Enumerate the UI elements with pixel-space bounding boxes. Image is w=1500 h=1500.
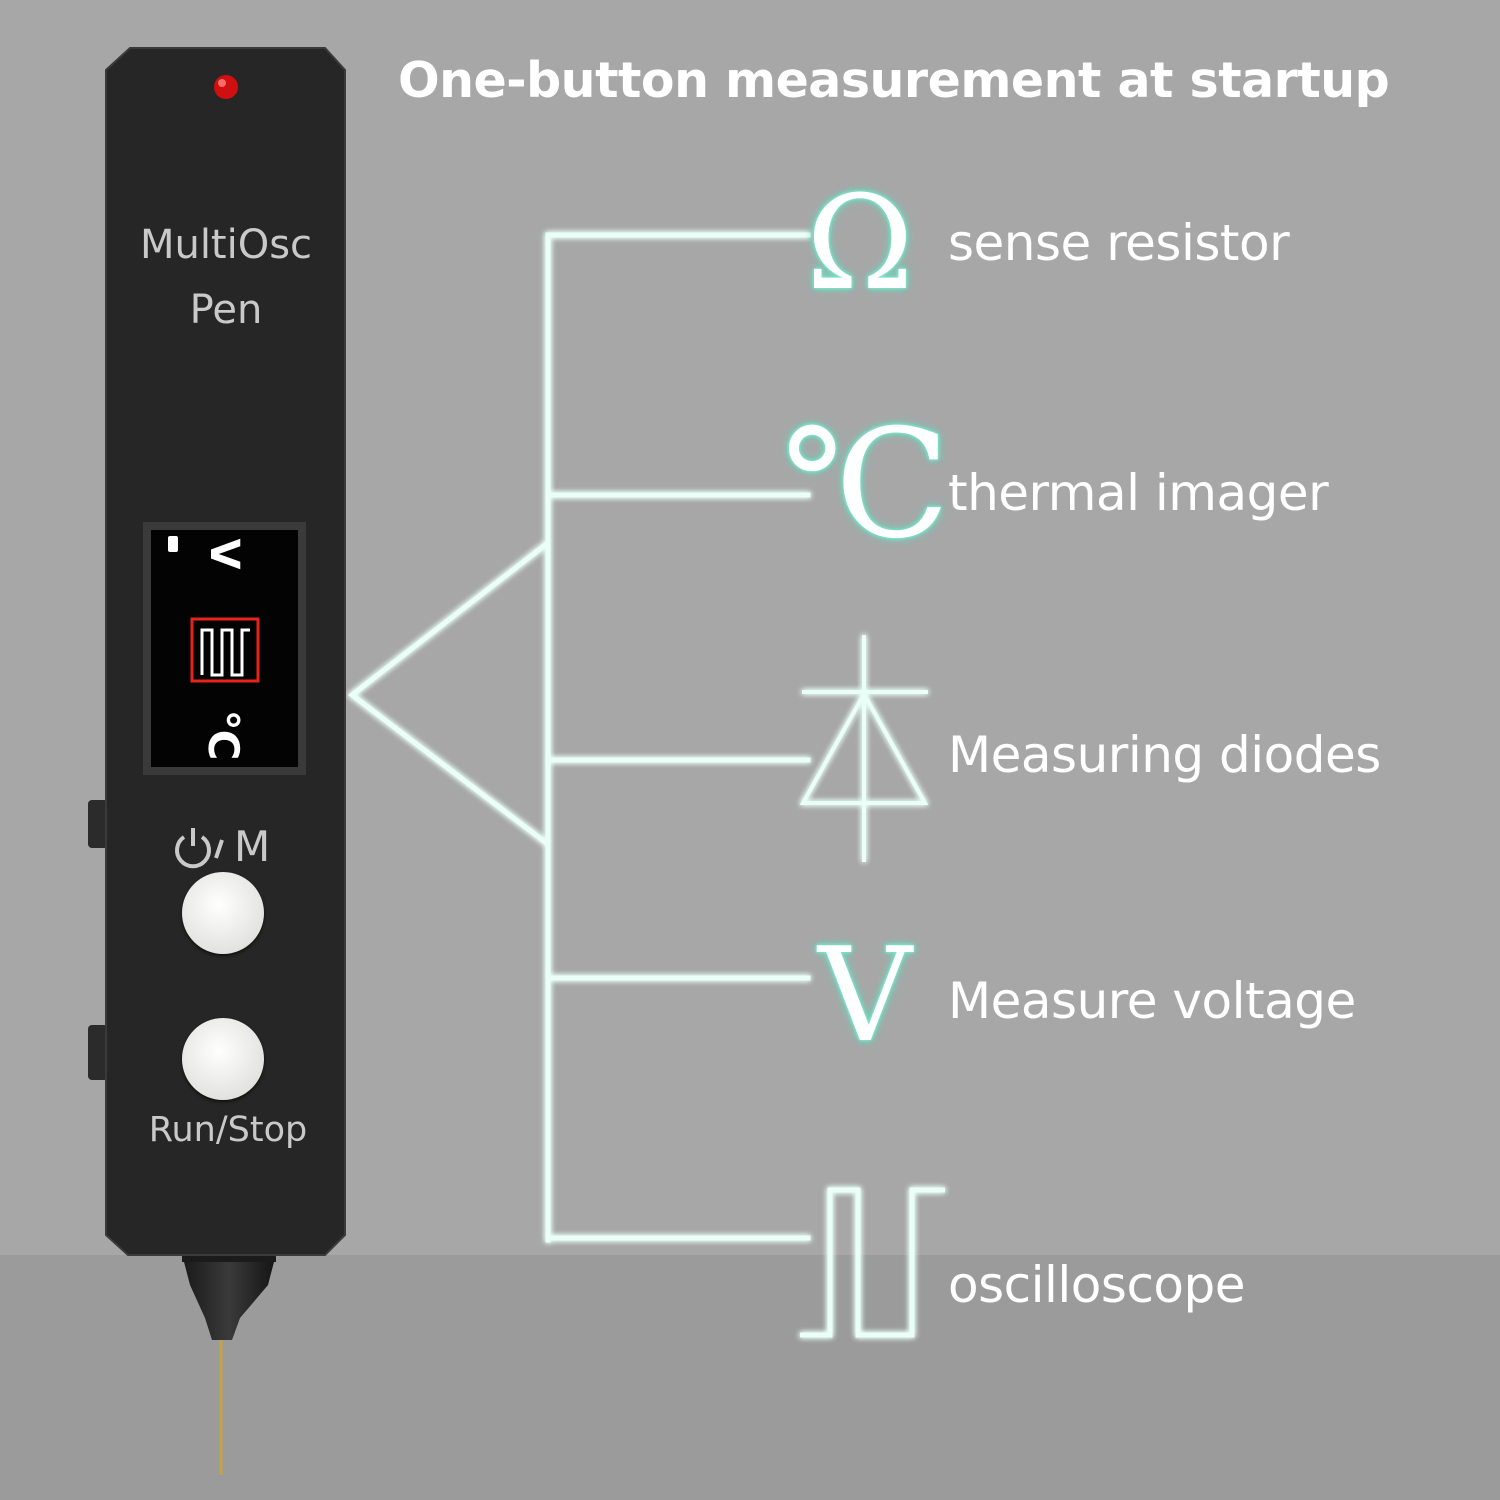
square-wave-icon (800, 1187, 945, 1338)
feature-label-voltage: Measure voltage (948, 972, 1356, 1030)
headline: One-button measurement at startup (398, 52, 1390, 109)
feature-label-diodes: Measuring diodes (948, 726, 1381, 784)
celsius-icon: ℃ (782, 398, 950, 572)
screen-voltage-label: V (201, 538, 247, 570)
side-button-lower (88, 1025, 108, 1080)
screen-wave-icon (200, 628, 250, 677)
ohm-icon: Ω (806, 167, 914, 319)
run-stop-button[interactable] (182, 1018, 264, 1100)
screen (143, 522, 306, 775)
diode-icon (799, 635, 929, 862)
mode-label: M (234, 822, 271, 871)
volt-icon: V (818, 919, 912, 1071)
pen-tip (182, 1254, 276, 1475)
connector-lines (347, 232, 811, 1243)
screen-temperature-label: ℃ (199, 709, 248, 761)
run-stop-label: Run/Stop (148, 1110, 308, 1150)
feature-label-oscilloscope: oscilloscope (948, 1256, 1246, 1314)
feature-label-thermal: thermal imager (948, 464, 1329, 522)
indicator-led (214, 75, 238, 99)
power-mode-button[interactable] (182, 872, 264, 954)
device-name-line1: MultiOsc (139, 222, 313, 268)
power-icon (175, 828, 224, 869)
side-button-upper (88, 800, 108, 848)
device-name-line2: Pen (189, 287, 263, 333)
feature-label-resistor: sense resistor (948, 214, 1290, 272)
